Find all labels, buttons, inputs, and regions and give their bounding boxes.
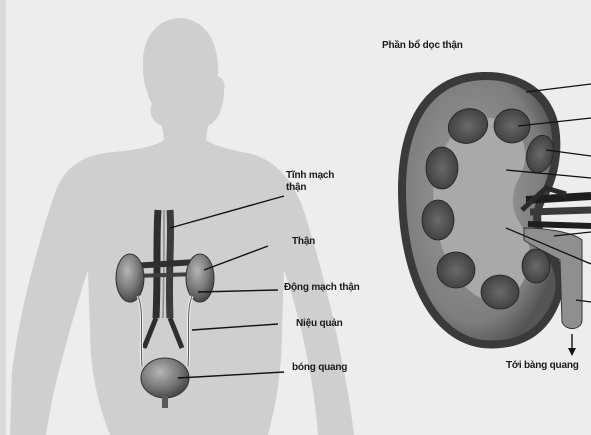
kidney-right [186,254,214,302]
label-renal-vein: Tĩnh mạch thận [286,170,346,194]
label-bladder: bóng quang [292,362,347,374]
label-to-bladder: Tới bàng quang [506,360,591,372]
kidney-left [116,254,144,302]
label-kidney: Thận [292,236,315,248]
label-renal-artery: Động mạch thận [284,282,360,294]
kidney-section [398,72,591,356]
label-ureter: Niệu quản [296,318,343,330]
kidney-section-title: Phần bổ dọc thận [382,40,463,52]
